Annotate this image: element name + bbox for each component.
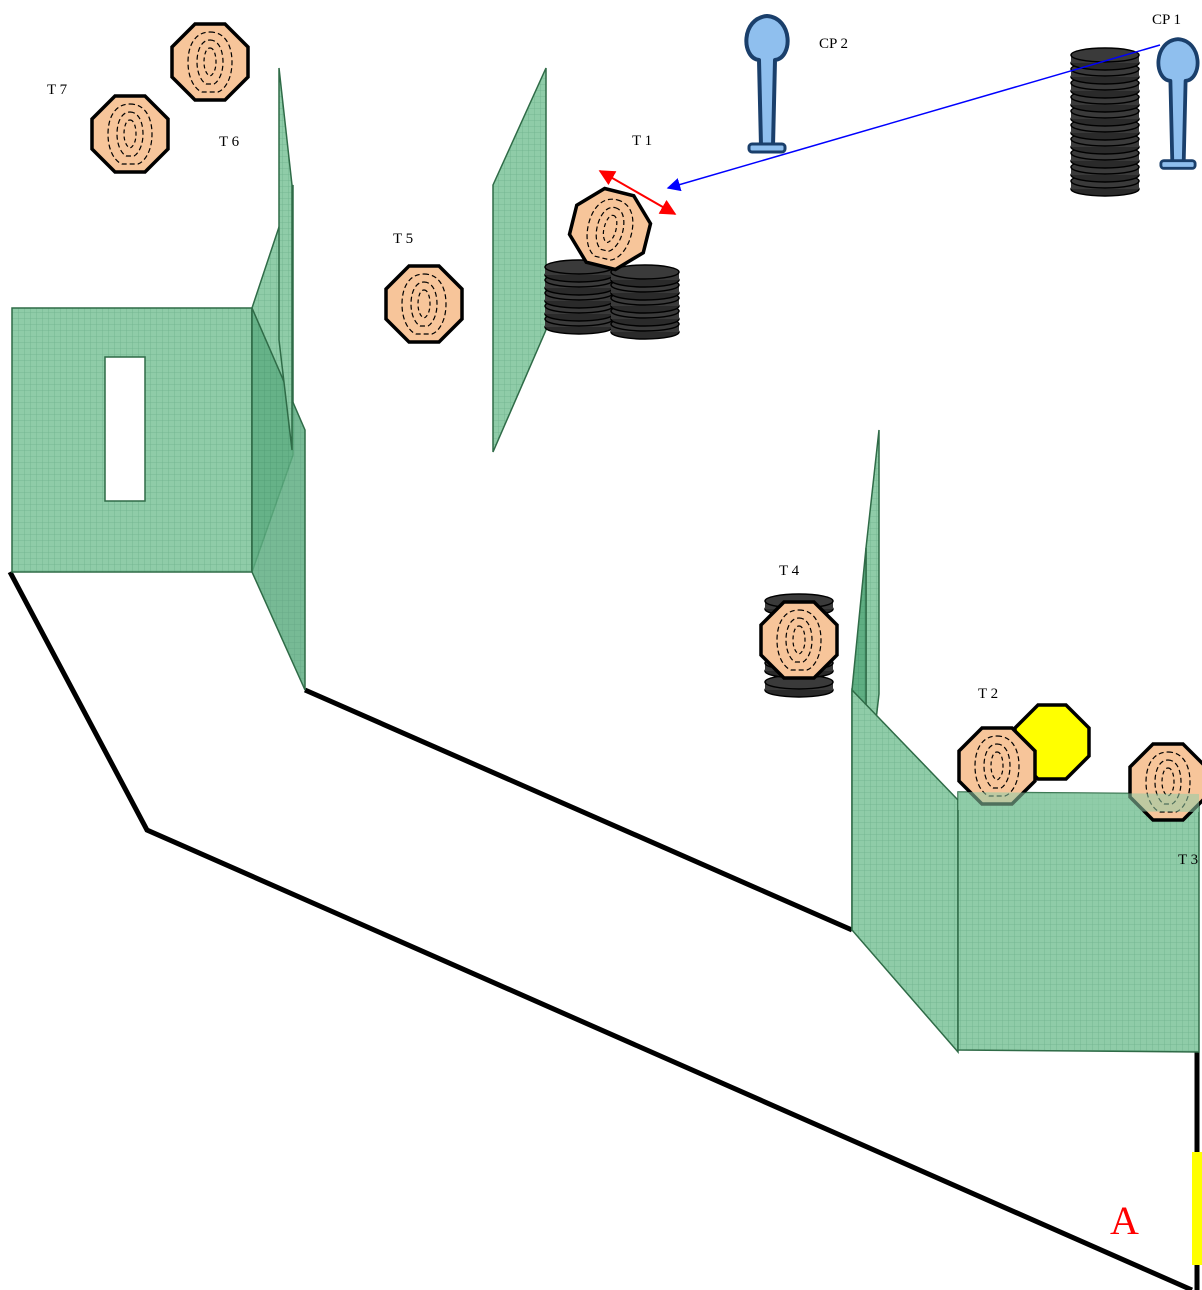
wall-panel-tall <box>278 67 293 451</box>
paper-target-icon <box>170 22 250 102</box>
label-t5: T 5 <box>393 231 413 247</box>
wall-panel-center <box>492 67 547 453</box>
fault-line-boundary <box>7 570 1202 1290</box>
left-wall-structure <box>11 67 306 691</box>
wall-overlay-t2 <box>958 792 1199 812</box>
right-wall-structure <box>851 429 1200 1055</box>
port-opening <box>104 356 146 502</box>
label-t4: T 4 <box>779 563 800 579</box>
wall-panel-right-bottom <box>957 791 1200 1053</box>
paper-target-icon <box>90 94 170 174</box>
tire-stack-cp1 <box>1070 47 1140 197</box>
wall-panel-right-angled <box>851 688 959 1055</box>
popper-icon <box>1156 37 1200 171</box>
label-t3: T 3 <box>1178 852 1198 868</box>
label-cp2: CP 2 <box>819 36 848 52</box>
paper-target-icon <box>384 264 464 344</box>
tire-stack-t1-left <box>544 259 614 335</box>
label-area-a: A <box>1110 1198 1139 1243</box>
label-t7: T 7 <box>47 82 68 98</box>
activation-line-icon <box>666 44 1161 192</box>
popper-icon <box>744 14 790 154</box>
label-t2: T 2 <box>978 686 998 702</box>
swing-arrow-icon <box>598 170 677 215</box>
label-t6: T 6 <box>219 134 240 150</box>
label-t1: T 1 <box>632 133 652 149</box>
label-cp1: CP 1 <box>1152 12 1181 28</box>
tire-stack-t1-right <box>610 264 680 340</box>
paper-target-icon <box>759 600 839 680</box>
